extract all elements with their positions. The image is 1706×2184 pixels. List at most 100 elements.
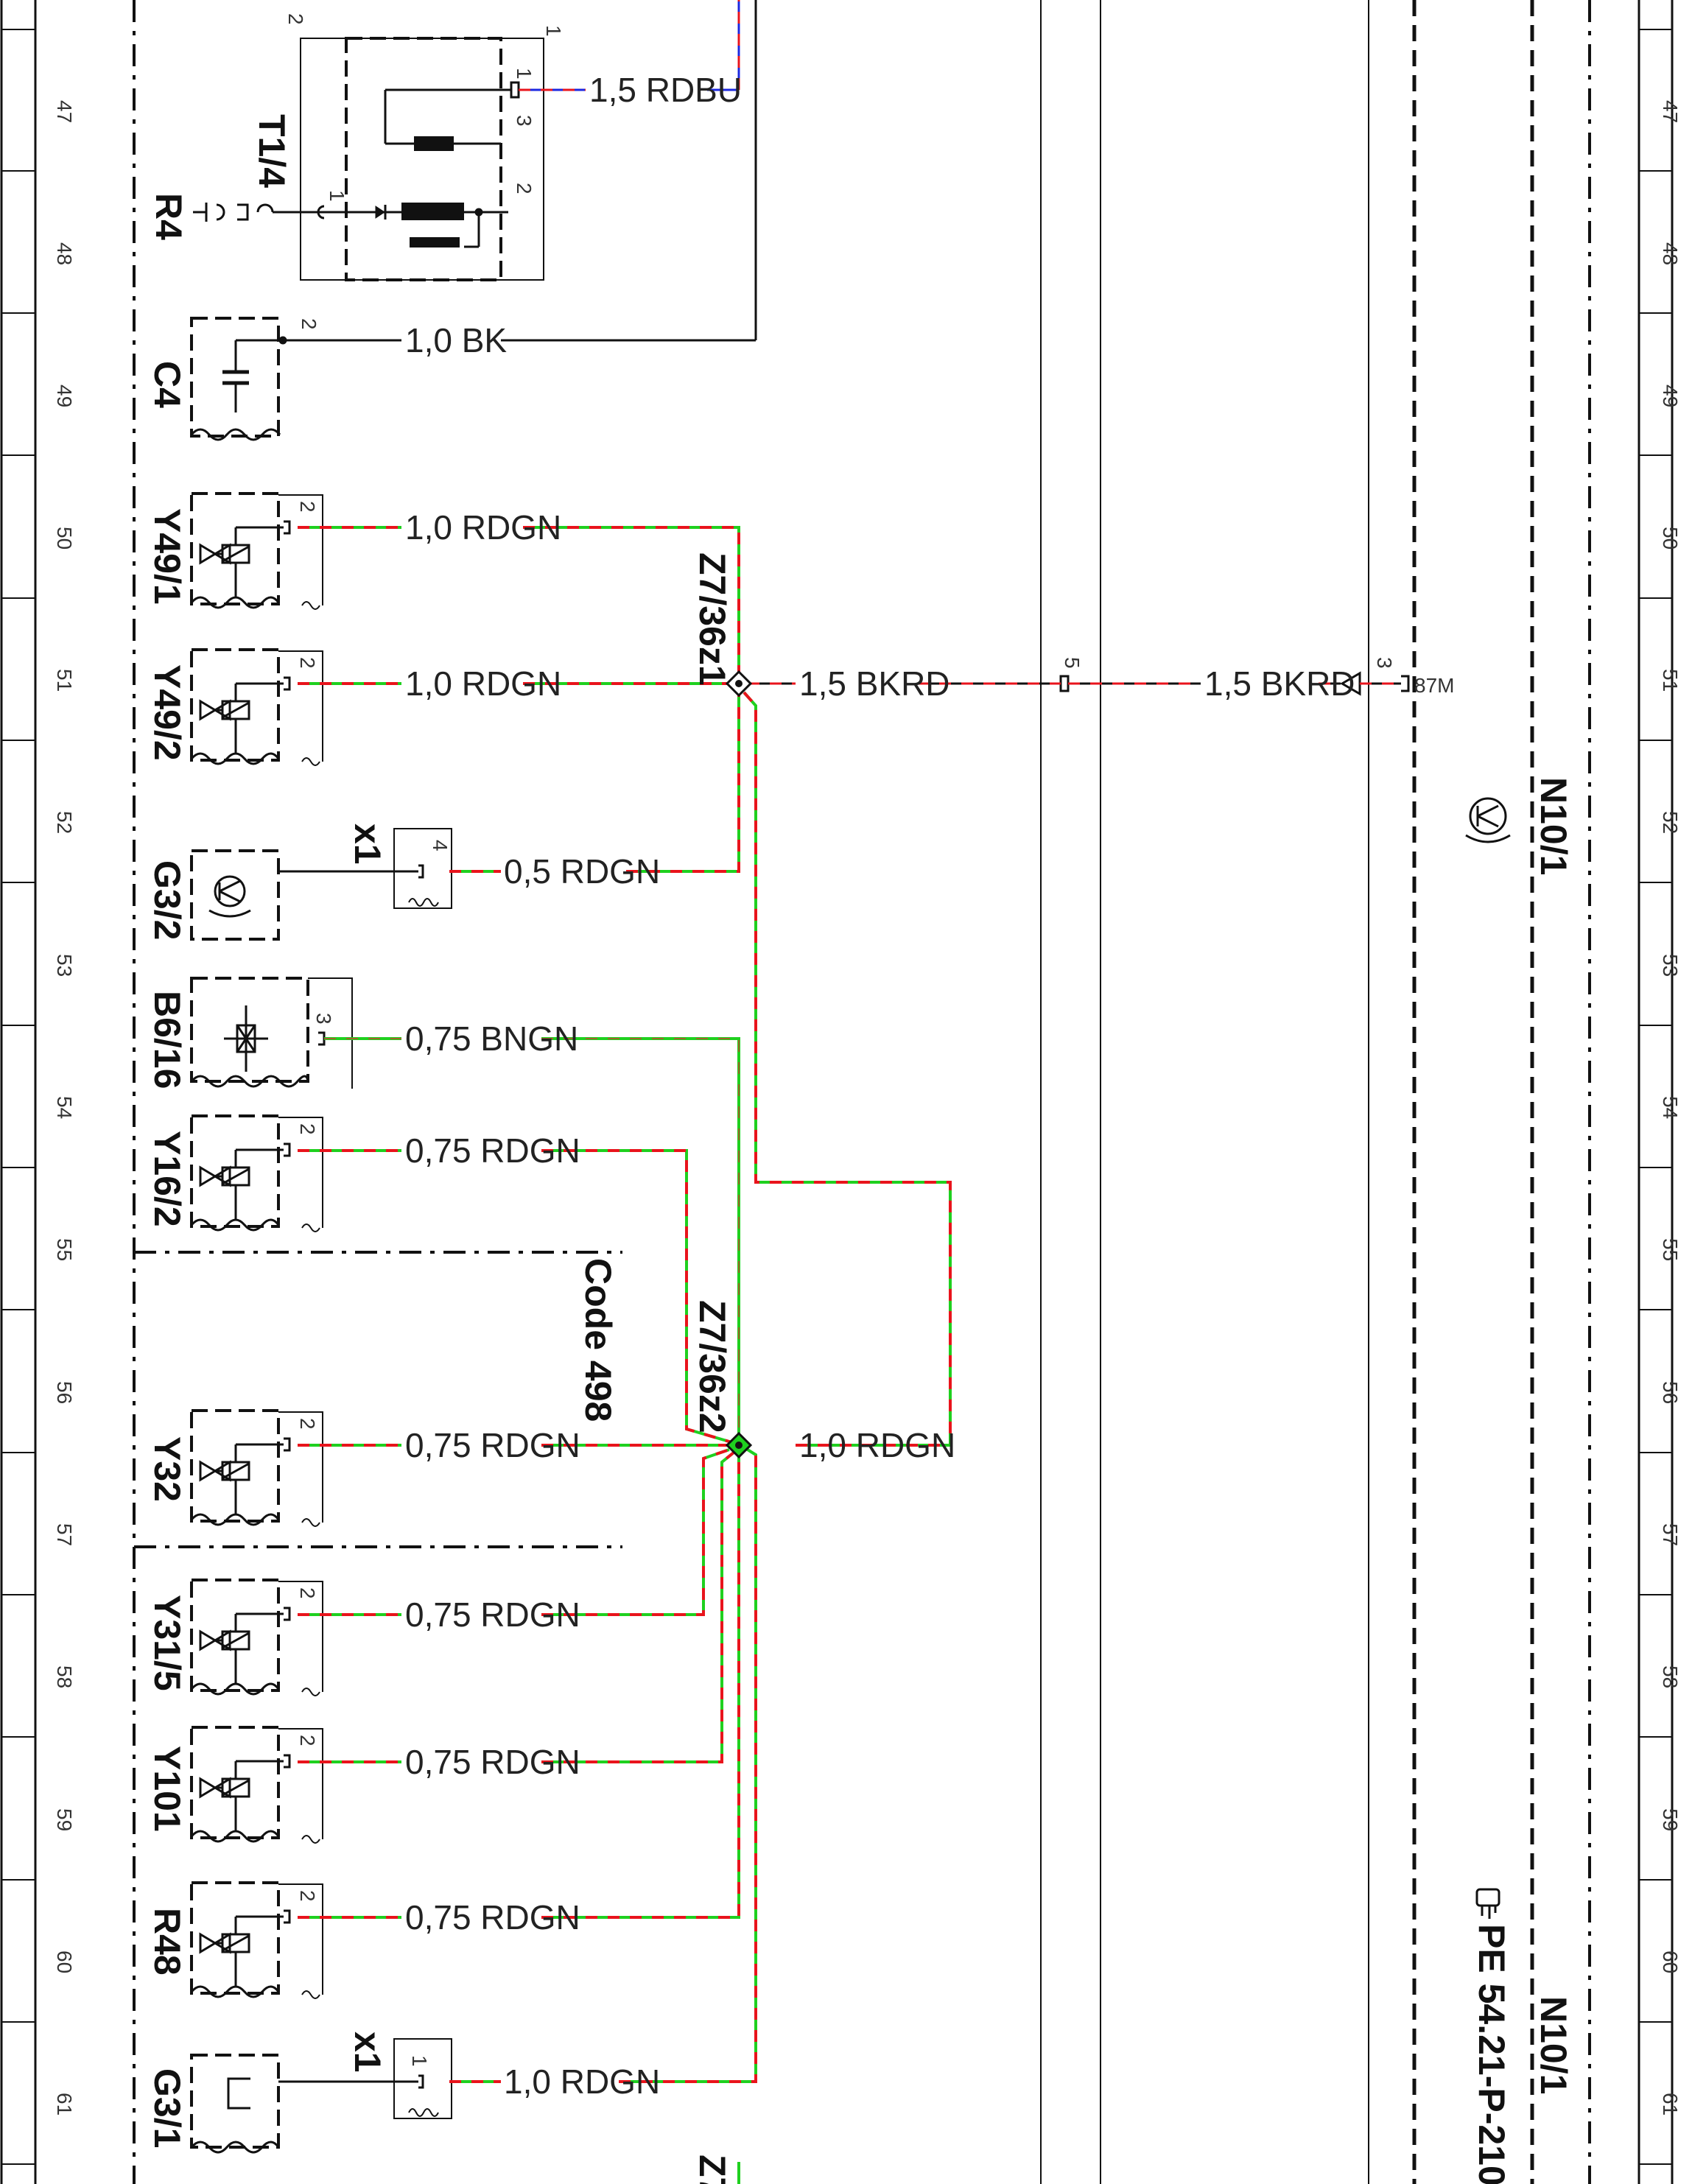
row-number: 59 (1659, 1808, 1682, 1831)
splice-label-z7: Z7 (692, 2155, 733, 2184)
pin-label: 2 (298, 318, 320, 330)
row-number: 52 (1659, 811, 1682, 834)
wire-label: 1,5 BKRD (799, 664, 950, 703)
row-number: 49 (53, 385, 76, 407)
row-number: 52 (53, 811, 76, 834)
row-number: 61 (53, 2093, 76, 2115)
component-label-y101: Y101 (147, 1746, 188, 1832)
wire-bngn (324, 1037, 740, 1436)
row-number: 53 (1659, 954, 1682, 977)
connector-label-x1: x1 (347, 824, 388, 865)
wire-label-bk: 1,0 BK (405, 321, 507, 359)
wire-labels: 1,0 RDGN 1,0 RDGN 1,5 BKRD 1,5 BKRD 0,5 … (405, 508, 1355, 2101)
component-label-g3-2: G3/2 (147, 860, 188, 940)
row-number: 58 (1659, 1665, 1682, 1688)
row-number: 53 (53, 954, 76, 977)
component-label-t1-4: T1/4 (251, 114, 292, 188)
code-498-label: Code 498 (578, 1258, 619, 1422)
component-label-y32: Y32 (147, 1436, 188, 1502)
row-number: 56 (53, 1381, 76, 1404)
wire-label: 1,0 RDGN (405, 508, 561, 547)
wire-label: 1,0 RDGN (504, 2062, 660, 2101)
code-498-region (134, 1251, 622, 1548)
hall-sensor-b6-16 (190, 977, 353, 1089)
wire-label: 0,5 RDGN (504, 852, 660, 891)
row-number: 47 (53, 100, 76, 123)
row-number: 60 (1659, 1950, 1682, 1973)
component-label-y49-1: Y49/1 (147, 508, 188, 605)
wire-rdbu (508, 0, 740, 99)
wire-label-rdbu: 1,5 RDBU (589, 71, 742, 109)
splice-label-z7-36z2: Z7/36z2 (692, 1300, 733, 1433)
row-number: 47 (1659, 100, 1682, 123)
pin-label: 2 (296, 1587, 319, 1599)
row-numbers: 47 48 49 50 51 52 53 54 55 56 57 58 59 6… (53, 100, 1682, 2115)
wire-label: 0,75 BNGN (405, 1019, 578, 1058)
component-label-r48: R48 (147, 1908, 188, 1976)
reference-label: PE 54.21-P-210 (1471, 1924, 1512, 2184)
pin-label: 2 (513, 183, 536, 194)
row-number: 55 (53, 1238, 76, 1261)
row-number: 59 (53, 1808, 76, 1831)
row-number: 58 (53, 1665, 76, 1688)
pin-label: 1 (542, 25, 565, 37)
row-number: 57 (1659, 1523, 1682, 1546)
component-label-y16-2: Y16/2 (147, 1131, 188, 1227)
pin-label: 2 (296, 1735, 319, 1746)
row-number: 54 (53, 1096, 76, 1119)
pin-label: 2 (296, 1418, 319, 1430)
oxygen-sensor-g3-2 (190, 828, 452, 941)
pin-label: 2 (296, 1123, 319, 1135)
component-label-y31-5: Y31/5 (147, 1595, 188, 1691)
row-number: 60 (53, 1950, 76, 1973)
splice-z7-36z1 (725, 670, 753, 698)
pin-label: 5 (1061, 657, 1084, 669)
connector-label-x1: x1 (347, 2032, 388, 2073)
wire-label: 1,5 BKRD (1204, 664, 1355, 703)
row-number: 55 (1659, 1238, 1682, 1261)
component-label-r4: R4 (148, 193, 189, 240)
row-number: 51 (53, 669, 76, 692)
component-label-b6-16: B6/16 (147, 991, 188, 1089)
ignition-coil-t1-4 (193, 37, 544, 281)
row-number: 48 (1659, 242, 1682, 265)
wire-label: 0,75 RDGN (405, 1898, 580, 1937)
row-number: 50 (1659, 527, 1682, 549)
splice-z7-36z2 (725, 1431, 753, 1459)
pin-label: 2 (296, 501, 319, 513)
sensor-symbol-icon (1465, 797, 1511, 843)
wires-rdgn (298, 526, 952, 2184)
pin-label: 3 (312, 1013, 335, 1025)
pin-label: 2 (284, 13, 307, 25)
pin-label-87m: 87M (1414, 674, 1454, 697)
row-number: 56 (1659, 1381, 1682, 1404)
pin-label: 2 (296, 1890, 319, 1902)
wire-label: 1,0 RDGN (799, 1426, 955, 1464)
row-number: 50 (53, 527, 76, 549)
pin-label: 3 (1373, 657, 1396, 669)
row-number: 51 (1659, 669, 1682, 692)
component-label-y49-2: Y49/2 (147, 664, 188, 761)
wire-label: 0,75 RDGN (405, 1743, 580, 1781)
row-number: 49 (1659, 385, 1682, 407)
component-label-c4: C4 (147, 361, 188, 408)
pin-label: 1 (513, 68, 536, 80)
component-label-g3-1: G3/1 (147, 2068, 188, 2148)
pin-label: 4 (429, 840, 452, 852)
wire-label: 0,75 RDGN (405, 1426, 580, 1464)
component-label-n10-1: N10/1 (1533, 1996, 1574, 2094)
row-number: 54 (1659, 1096, 1682, 1119)
oxygen-sensor-g3-1 (190, 2038, 452, 2154)
wire-label: 1,0 RDGN (405, 664, 561, 703)
capacitor-c4 (190, 0, 757, 441)
wire-label: 0,75 RDGN (405, 1595, 580, 1634)
pin-label: 1 (408, 2055, 431, 2067)
wire-bkrd (748, 671, 1410, 696)
row-number: 61 (1659, 2093, 1682, 2115)
splice-label-z7-36z1: Z7/36z1 (692, 552, 733, 686)
pin-label: 3 (513, 115, 536, 127)
row-number: 48 (53, 242, 76, 265)
component-label-n10-1: N10/1 (1533, 777, 1574, 875)
